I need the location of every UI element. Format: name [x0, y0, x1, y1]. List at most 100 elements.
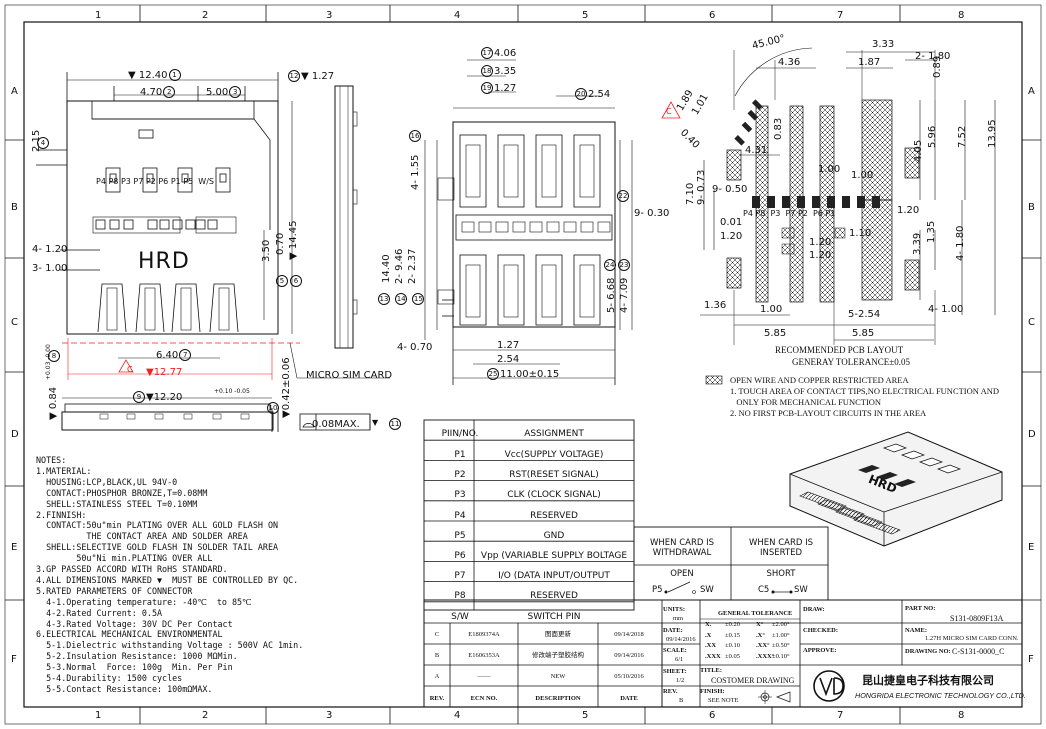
gen-tol-label: GENERAL TOLERANCE: [718, 610, 793, 617]
row-label: F: [1028, 654, 1034, 665]
title-value: COSTOMER DRAWING: [711, 676, 795, 685]
spring-contact: [209, 283, 239, 333]
revision-triangle-c: C: [127, 365, 133, 374]
contact-window-inner: [219, 173, 227, 183]
dim-4-1-55: 4- 1.55: [410, 154, 421, 190]
switch-dot: [789, 590, 793, 594]
pcb-caption-1: RECOMMENDED PCB LAYOUT: [775, 345, 904, 355]
approve-label: APPROVE:: [803, 647, 837, 654]
note-line: 5-1.Dielectric withstanding Voltage : 50…: [36, 640, 304, 651]
tolerance-cell: ±0.10: [725, 642, 740, 649]
part-label: PART NO:: [905, 605, 936, 612]
revision-cell: E1809374A: [468, 631, 500, 638]
switch-symbol: [667, 581, 691, 593]
render-window: [882, 443, 908, 453]
center-pad: [478, 221, 492, 233]
lower-contact-inner: [541, 264, 557, 318]
dim-2-15: 2.15: [31, 129, 42, 152]
spring-contact: [97, 283, 127, 333]
switch-dot: [771, 590, 775, 594]
legend-2: 1. TOUCH AREA OF CONTACT TIPS,NO ELECTRI…: [730, 386, 999, 396]
scale-label: SCALE:: [663, 647, 687, 654]
units-value: mm: [673, 615, 684, 622]
dim-2-1-80: 2- 1.80: [915, 51, 951, 62]
revision-cell: B: [434, 652, 440, 659]
dim-14-45: ▼ 14.45: [288, 220, 299, 261]
assign-pin: S/W: [451, 611, 469, 622]
dim-12-20: 9▼12.20: [132, 391, 182, 403]
spring-inner: [106, 287, 118, 331]
ground-pad: [726, 149, 742, 181]
lower-contact: [535, 254, 563, 326]
render-window: [900, 450, 926, 460]
dim-5-96: 5.96: [927, 125, 938, 148]
revision-cell: ——: [477, 673, 491, 680]
callout-4: 4: [36, 137, 50, 149]
side-pin: [99, 413, 109, 420]
callout-22: 22: [617, 190, 629, 202]
small-pad: [781, 243, 795, 255]
col-label: 2: [202, 710, 209, 721]
legend-3: ONLY FOR MECHANICAL FUNCTION: [730, 397, 882, 407]
assign-pin: P4: [454, 510, 466, 521]
side-profile: [61, 411, 274, 431]
lower-contact: [459, 254, 487, 326]
legend-swatch: [705, 375, 723, 385]
note-line: CONTACT:PHOSPHOR BRONZE,T=0.08MM: [36, 487, 208, 498]
angled-pad: [741, 121, 753, 133]
dim-1-87: 1.87: [858, 57, 881, 68]
restricted-area: [861, 199, 893, 301]
ground-pad: [904, 147, 920, 179]
center-pad: [512, 221, 526, 233]
upper-contact: [497, 134, 525, 208]
col-label: 7: [837, 710, 844, 721]
dim-1-35: 1.35: [926, 220, 937, 243]
pin-pad: [159, 219, 170, 230]
assign-desc: RST(RESET SIGNAL): [509, 470, 599, 481]
col-label: 4: [454, 710, 461, 721]
assign-pin: P2: [454, 470, 466, 481]
top-view-body: [66, 100, 279, 335]
flat-marker: ▼: [372, 418, 379, 427]
dim-0-89: 0.89: [932, 55, 943, 78]
pin-pad: [172, 219, 183, 230]
col-label: 3: [326, 710, 333, 721]
signal-pad: [782, 196, 790, 208]
pin-pad: [123, 219, 134, 230]
title-block: [423, 599, 1023, 708]
note-line: 5.RATED PARAMETERS OF CONNECTOR: [36, 585, 193, 596]
dim-1-00c: 1.00: [760, 304, 783, 315]
spring-contact: [171, 283, 201, 333]
note-line: SHELL:SELECTIVE GOLD FLASH IN SOLDER TAI…: [36, 542, 279, 553]
assign-desc: Vcc(SUPPLY VOLTAGE): [504, 450, 604, 460]
assign-table: [423, 419, 635, 611]
switch-inserted: WHEN CARD IS INSERTED: [748, 538, 814, 558]
tolerance-cell: ±0.20: [725, 621, 740, 628]
tolerance-cell: .XX: [705, 642, 717, 649]
side-pin: [212, 413, 222, 420]
callout-8: 8: [47, 350, 61, 362]
dim-3-39: 3.39: [912, 232, 923, 255]
contact-window-inner: [109, 173, 117, 183]
angled-pad: [751, 99, 763, 111]
revision-cell: C: [434, 631, 440, 638]
assign-desc: RESERVED: [530, 591, 578, 602]
row-label: A: [1028, 86, 1035, 97]
contact-window-inner: [181, 173, 189, 183]
upper-contact-inner: [541, 144, 557, 198]
spring-inner: [180, 287, 192, 331]
pcb-triangle: [661, 101, 681, 119]
contact-window: [142, 167, 158, 193]
tolerance-cell: .X°: [756, 631, 765, 639]
angled-pad: [747, 109, 759, 121]
col-label: 8: [958, 10, 965, 21]
col-label: 6: [709, 10, 716, 21]
render-pad: [894, 479, 916, 487]
note-line: 4.ALL DIMENSIONS MARKED ▼ MUST BE CONTRO…: [36, 574, 299, 585]
row-label: D: [1028, 429, 1036, 440]
signal-pad: [752, 196, 760, 208]
dim-0-01: 0.01: [720, 217, 743, 228]
